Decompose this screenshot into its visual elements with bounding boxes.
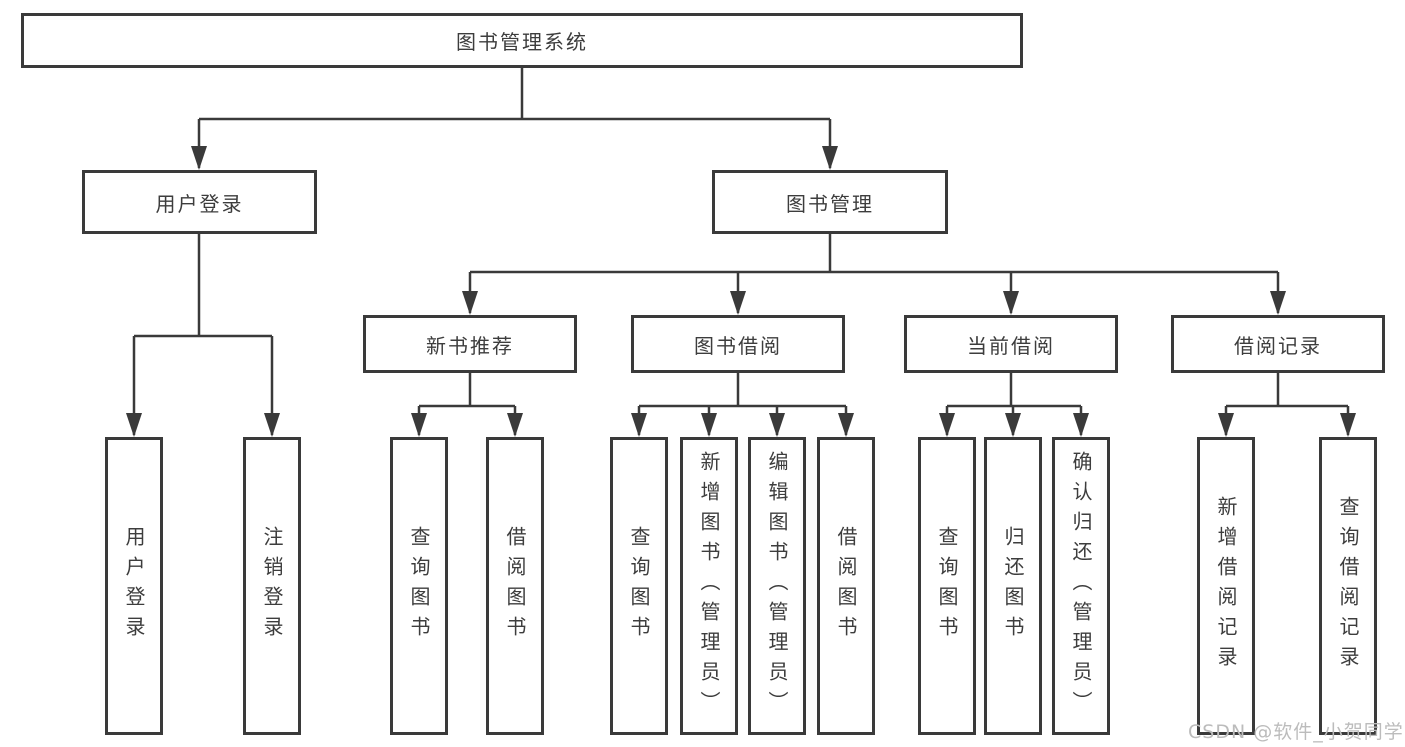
leaf-edit-book-admin: 编辑图书（管理员） [748,437,806,735]
node-book-management: 图书管理 [712,170,948,234]
node-current-borrow: 当前借阅 [904,315,1118,373]
leaf-query-books-recommend: 查询图书 [390,437,448,735]
connector-current-borrow-to-leaves [939,373,1089,437]
connector-book-borrow-to-leaves [631,373,854,437]
leaf-query-books-current: 查询图书 [918,437,976,735]
node-label: 查询图书 [627,526,651,646]
node-user-login: 用户登录 [82,170,317,234]
node-book-borrow: 图书借阅 [631,315,845,373]
node-label: 查询借阅记录 [1336,496,1360,676]
leaf-add-borrow-record: 新增借阅记录 [1197,437,1255,735]
leaf-user-login: 用户登录 [105,437,163,735]
node-label: 新增借阅记录 [1214,496,1238,676]
node-label: 编辑图书（管理员） [765,451,789,721]
node-root-system: 图书管理系统 [21,13,1023,68]
connector-borrow-records-to-leaves [1218,373,1356,437]
leaf-confirm-return-admin: 确认归还（管理员） [1052,437,1110,735]
node-label: 图书借阅 [694,333,782,358]
leaf-borrow-books: 借阅图书 [817,437,875,735]
connector-new-book-recommend-to-leaves [411,373,523,437]
node-label: 新书推荐 [426,333,514,358]
node-label: 借阅图书 [834,526,858,646]
node-label: 借阅图书 [503,526,527,646]
leaf-query-borrow-record: 查询借阅记录 [1319,437,1377,735]
node-label: 归还图书 [1001,526,1025,646]
leaf-logout-login: 注销登录 [243,437,301,735]
node-label: 新增图书（管理员） [697,451,721,721]
node-label: 查询图书 [935,526,959,646]
leaf-return-books: 归还图书 [984,437,1042,735]
node-new-book-recommend: 新书推荐 [363,315,577,373]
node-label: 确认归还（管理员） [1069,451,1093,721]
node-borrow-records: 借阅记录 [1171,315,1385,373]
leaf-borrow-books-recommend: 借阅图书 [486,437,544,735]
node-label: 图书管理 [786,191,874,216]
node-label: 当前借阅 [967,333,1055,358]
leaf-add-book-admin: 新增图书（管理员） [680,437,738,735]
connector-book-management-to-level3 [462,234,1286,315]
node-label: 注销登录 [260,526,284,646]
node-label: 图书管理系统 [456,30,588,54]
leaf-query-books-borrow: 查询图书 [610,437,668,735]
node-label: 用户登录 [155,191,244,216]
node-label: 借阅记录 [1234,333,1322,358]
connector-user-login-to-leaves [126,234,280,437]
connector-root-to-level2 [191,68,838,170]
node-label: 查询图书 [407,526,431,646]
node-label: 用户登录 [122,526,146,646]
